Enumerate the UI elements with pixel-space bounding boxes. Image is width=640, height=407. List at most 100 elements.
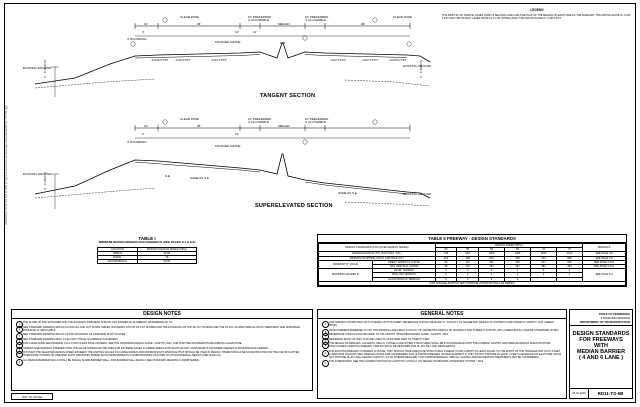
note-number: 8 — [16, 358, 23, 366]
scale-label: NOT TO SCALE — [21, 395, 43, 399]
note-text: PAGE NUMBERS REFERRED TO ON THIS DRAWING… — [329, 328, 560, 332]
note-letter: E — [322, 342, 329, 349]
title-line-2: FOR FREEWAYS — [579, 337, 623, 343]
drawing-sheet: LEGEND THE FIRST 24' OF TRAFFIC LANES (F… — [4, 3, 636, 403]
tangent-rounding: 4' ROUNDING — [127, 37, 147, 41]
title-line-4: MEDIAN BARRIER — [576, 349, 626, 355]
super-median: MEDIAN — [278, 124, 290, 128]
table-cell: 2210 — [555, 251, 584, 257]
table-cell: SEE PAGE 3-8 — [582, 251, 626, 257]
super-existing-ground-2: EXISTING GROUND — [403, 192, 432, 196]
table-row: MINIMUM RADIUS (FT.) (8.0% MAX. S.E.) 75… — [318, 251, 626, 257]
note-number: 2 — [16, 325, 23, 333]
table-1: TABLE I MINIMUM DESIGN SPEEDS FOR FREEWA… — [97, 236, 198, 265]
title-line-1: DESIGN STANDARDS — [572, 331, 630, 337]
title-line-5: ( 4 AND 6 LANE ) — [578, 355, 624, 361]
note-text: ALL MEDIAN BARRIER WALLS SHALL BE SINGLE… — [23, 358, 200, 362]
super-dim-12: 12' — [144, 124, 148, 128]
table-cell: 312 — [555, 259, 584, 266]
table-cell: SEE PAGE 3-8 — [582, 255, 626, 261]
tangent-dim-36: 36' — [197, 22, 201, 26]
super-allowable-2: 4' ALLOWABLE — [305, 120, 326, 124]
legend-title: LEGEND — [530, 8, 544, 12]
note-text: FOR INTERSTATES, SEE THE CURRENT EDITION… — [329, 360, 484, 363]
tangent-preferred-2: 10' PREFERRED — [305, 15, 329, 19]
super-finished-grade: FINISHED GRADE — [215, 144, 241, 148]
table-cell: MINIMUM "K" VALUE — [317, 259, 374, 270]
table-2-grid: DESIGN STANDARDS (FOR GIVEN DESIGN SPEED… — [317, 242, 626, 287]
tangent-existing-ground: EXISTING GROUND — [23, 66, 52, 70]
note-text: FOR CLEAR ZONE SEE DRAWING S-C2-1 FOR CL… — [23, 342, 243, 345]
table-cell: MINIMUM RADIUS (FT.) (8.0% MAX. S.E.) — [318, 251, 436, 257]
table-1-title: TABLE I — [138, 236, 156, 241]
table-cell: 50-60 — [136, 250, 198, 257]
tangent-preferred: 10' PREFERRED — [248, 15, 272, 19]
table-cell: MOUNTAINOUS TERRAIN — [372, 276, 436, 282]
table-cell: 50-60 — [136, 259, 198, 265]
note-letter: A — [322, 321, 329, 328]
tangent-slope-4: -0.02 FT/FT — [330, 58, 346, 62]
table-2-head-remarks: REMARKS — [582, 242, 626, 253]
note-text: SEE STANDARD DRAWING RD11-S-12 FOR ROUND… — [23, 333, 126, 336]
super-dim-10: 10' — [235, 132, 239, 136]
title-dept-2: DEPARTMENT OF TRANSPORTATION — [570, 320, 632, 326]
table-1-subtitle: MINIMUM DESIGN SPEEDS FOR FREEWAYS (SEE … — [98, 240, 196, 244]
note-text: THE SLOPE OF THE SHOULDER AND THE ROADWA… — [23, 321, 173, 324]
tangent-existing-ground-2: EXISTING GROUND — [403, 64, 432, 68]
tangent-allowable: 4' ALLOWABLE — [248, 18, 269, 22]
title-state: STATE OF TENNESSEE — [598, 312, 630, 316]
table-cell: MOUNTAINOUS — [97, 259, 138, 265]
title-block: STATE OF TENNESSEE STANDARD DRAWING DEPA… — [569, 309, 633, 399]
super-preferred: 10' PREFERRED — [248, 117, 272, 121]
super-dim-4: 4' — [142, 132, 145, 136]
note-text: DESIRABLE RIGHT-OF-WAY IS SLOPE LINES PL… — [329, 337, 430, 341]
table-2: TABLE II FREEWAY - DESIGN STANDARDS DESI… — [317, 234, 627, 288]
super-rounding: 4' ROUNDING — [127, 140, 147, 144]
tangent-dim-4: 4' — [142, 30, 145, 34]
note-text: FOR EXISTING BRIDGES TO REMAIN IN PLACE,… — [329, 349, 562, 359]
title-line-3: WITH — [593, 343, 609, 349]
table-cell: 820 — [555, 255, 584, 261]
title-date: 01-01-2019 — [570, 389, 589, 398]
superelevated-section-title: SUPERELEVATED SECTION — [255, 203, 333, 209]
table-2-title: TABLE II FREEWAY - DESIGN STANDARDS — [318, 235, 626, 243]
table-2-head-standards: DESIGN STANDARDS (FOR GIVEN DESIGN SPEED… — [318, 242, 436, 253]
tangent-slope-6: -0.025 FT/FT — [389, 58, 407, 62]
tangent-dim-10: 10' — [235, 30, 239, 34]
scale-box: NOT TO SCALE — [11, 393, 53, 400]
superelevated-section-drawing — [34, 119, 431, 209]
table-cell: MINIMUM STOPPING SIGHT DISTANCE (FT.) — [318, 255, 436, 261]
tangent-median: MEDIAN — [278, 22, 290, 26]
table-cell: MAXIMUM GRADES % — [317, 268, 374, 282]
note-letter: G — [322, 360, 329, 367]
tangent-section-drawing — [34, 17, 431, 97]
note-text: IN TOUGH THE SELECTED DESIGN SPEED EXCEE… — [23, 351, 300, 357]
super-same-se-2: SAME AS S.E. — [338, 191, 358, 195]
super-preferred-2: 10' PREFERRED — [305, 117, 329, 121]
super-existing-ground: EXISTING GROUND — [23, 172, 52, 176]
file-path: 2/28/2019 10:29:42 AM G:\RD11 Typical Se… — [4, 105, 8, 225]
tangent-dim-36-right: 36' — [361, 22, 365, 26]
note-text: FOR SPECIFIC CONDITIONS NOT COVERED ON T… — [329, 321, 554, 327]
tangent-slope-1: -0.02 FT/FT — [175, 58, 191, 62]
note-text: GRADES ONE PERCENT STEEPER THAN THE VALU… — [23, 346, 269, 350]
table-2-head-speed: DESIGN SPEED (MPH) — [434, 242, 584, 249]
note-text: REFERENCE SHOULD ALSO BE MADE TO THE AAS… — [329, 333, 449, 336]
note-number: 7 — [16, 351, 23, 358]
tangent-section-title: TANGENT SECTION — [260, 93, 316, 99]
super-same-se: SAME AS S.E. — [190, 176, 210, 180]
title-dept-1: STANDARD DRAWING — [600, 316, 630, 320]
